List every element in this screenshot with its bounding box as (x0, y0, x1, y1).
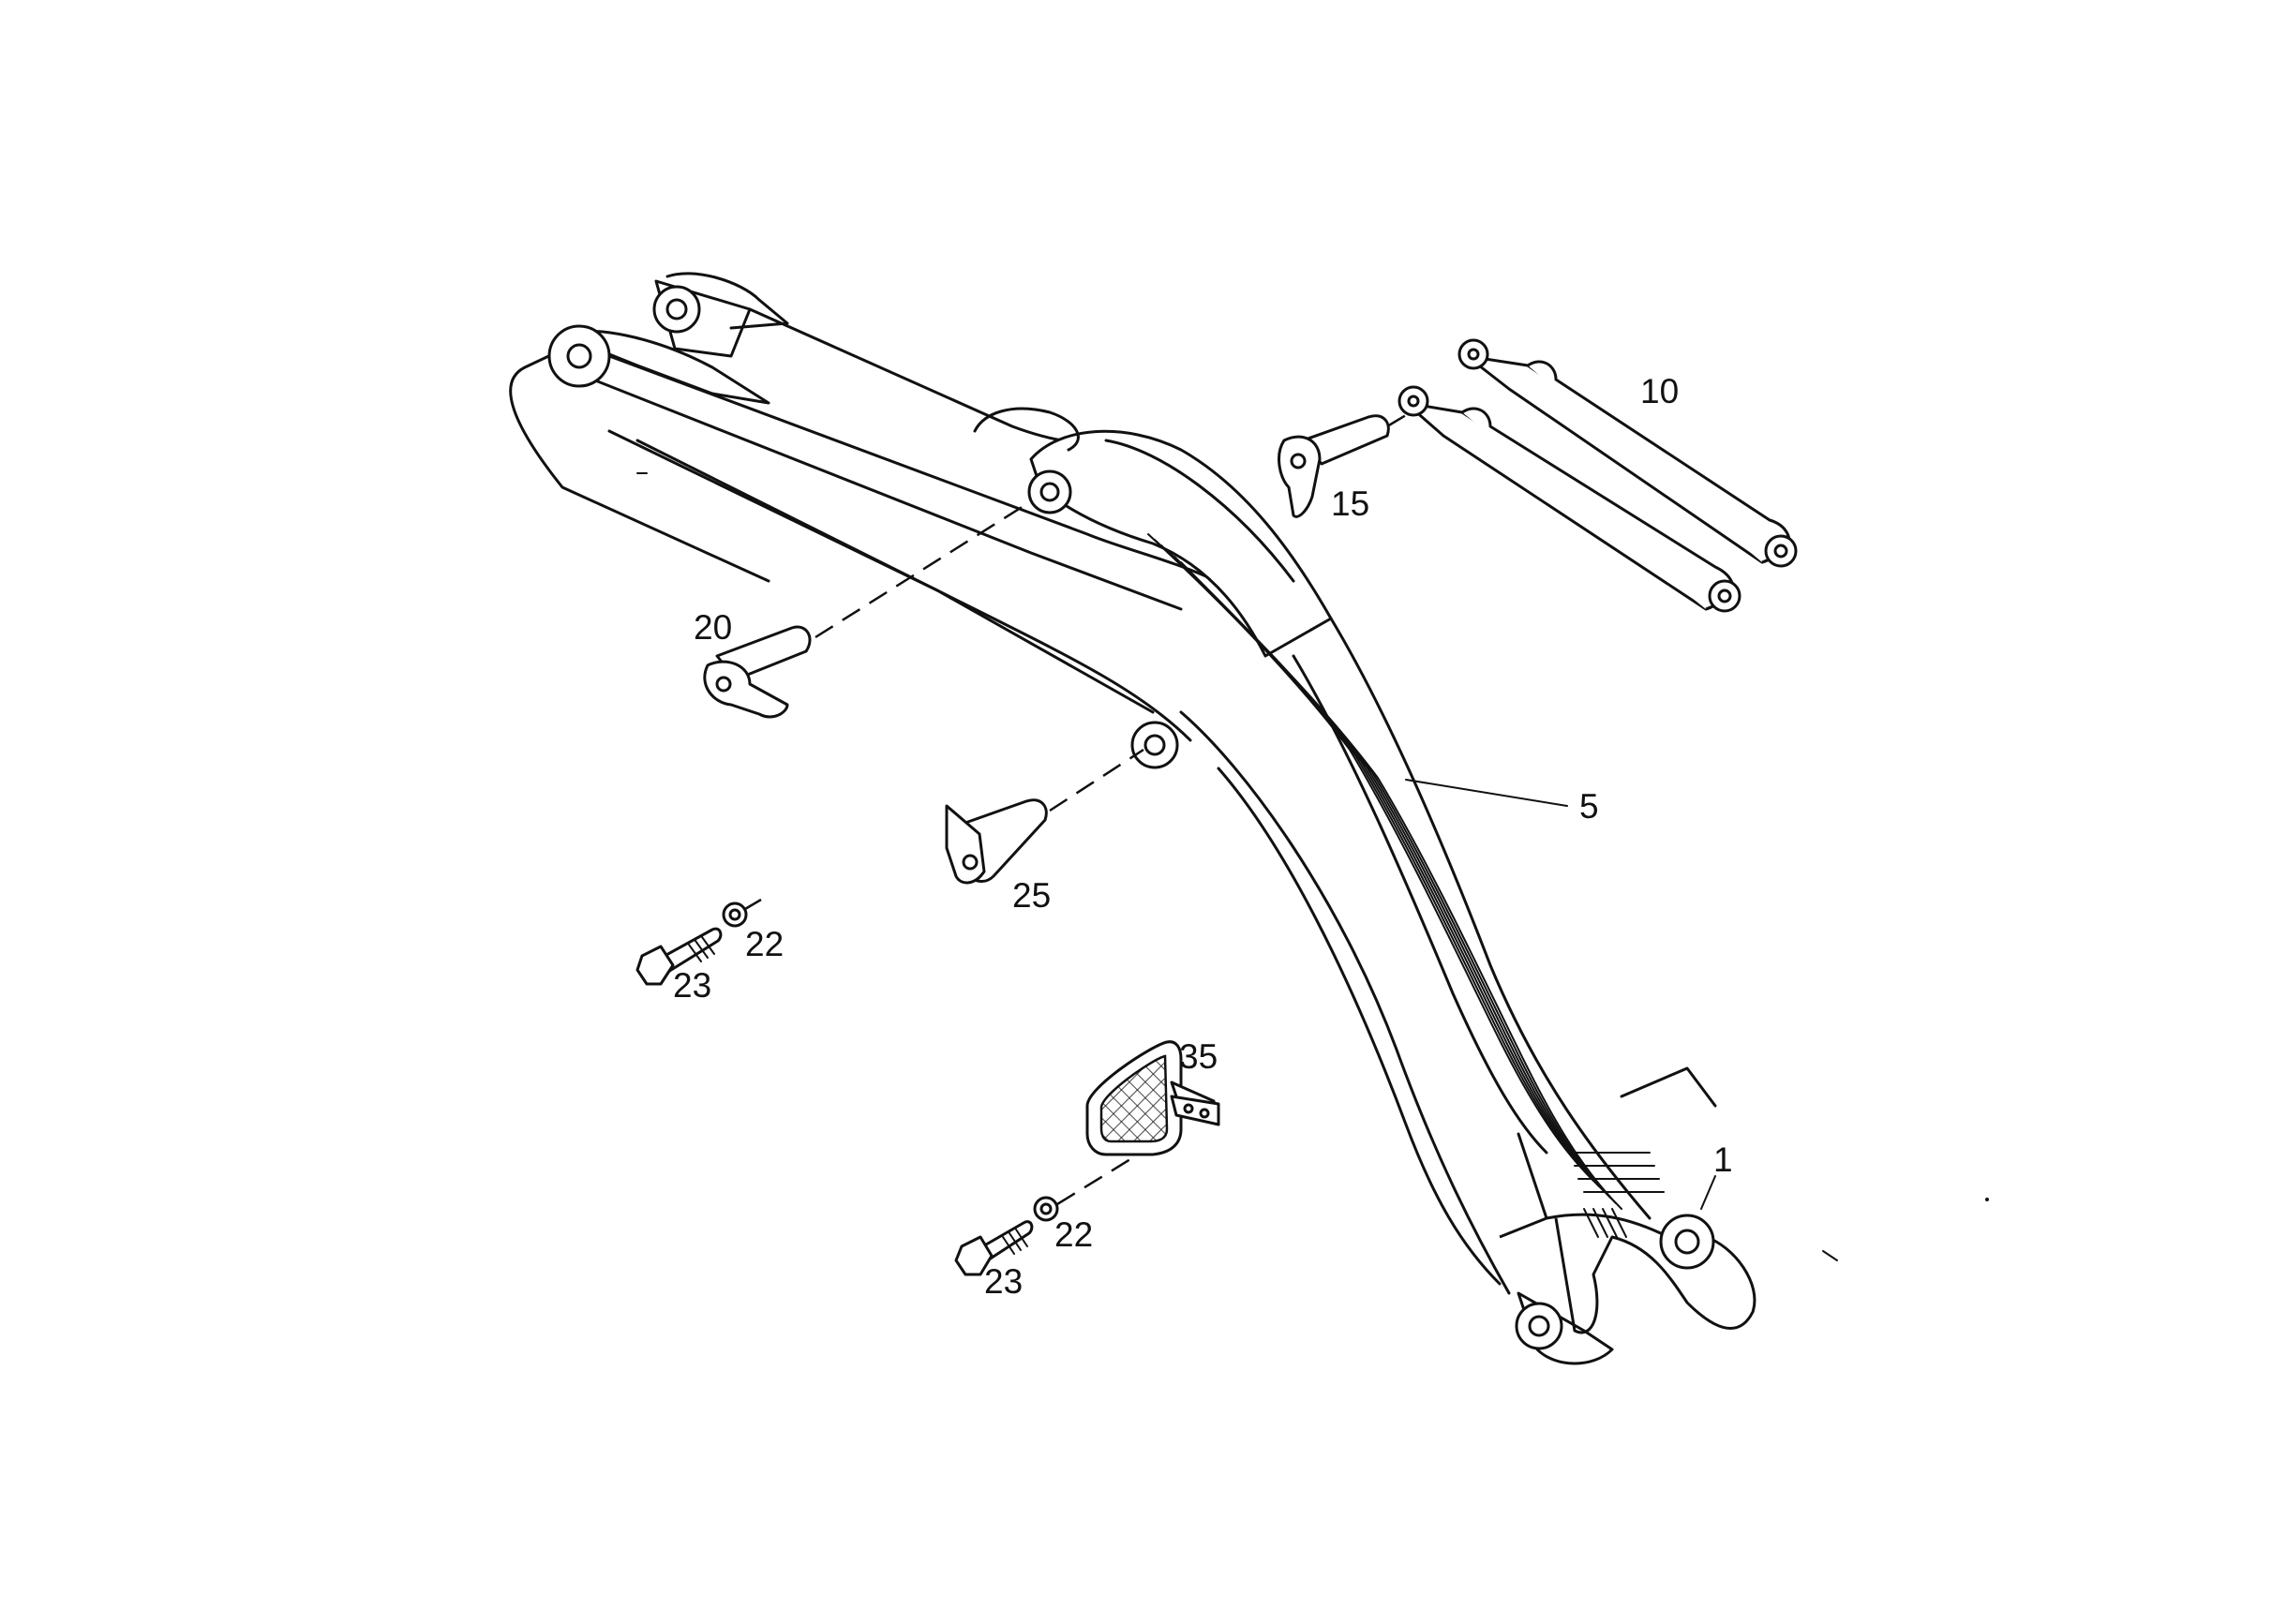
scan-specks (636, 472, 1989, 1261)
boom-base-eye (547, 324, 611, 388)
callout-1: 1 (1713, 1140, 1733, 1179)
callout-23-upper: 23 (673, 966, 711, 1005)
boom-middle-eye (1130, 721, 1179, 769)
callout-23-lower: 23 (984, 1262, 1023, 1301)
boom-tip-eye (1659, 1214, 1715, 1270)
callout-10: 10 (1640, 372, 1679, 410)
mesh-guard-35 (1085, 1040, 1220, 1156)
callout-15: 15 (1331, 484, 1369, 523)
hydraulic-hoses (1147, 533, 1665, 1238)
pivot-pin-25 (945, 748, 1144, 885)
callout-5: 5 (1579, 787, 1599, 826)
callout-25: 25 (1012, 876, 1051, 915)
pivot-pin-15 (1278, 410, 1412, 518)
boom-arm (509, 272, 1756, 1365)
callout-5-leader (1405, 779, 1568, 807)
callout-1-leader (1700, 1175, 1716, 1210)
callout-35: 35 (1179, 1037, 1218, 1076)
hydraulic-cylinders (1398, 338, 1798, 613)
callout-22-upper: 22 (745, 925, 784, 963)
pivot-pin-20 (703, 499, 1032, 719)
bolt-washer-upper (635, 898, 762, 986)
callout-20: 20 (694, 608, 732, 647)
callout-22-lower: 22 (1054, 1215, 1093, 1254)
